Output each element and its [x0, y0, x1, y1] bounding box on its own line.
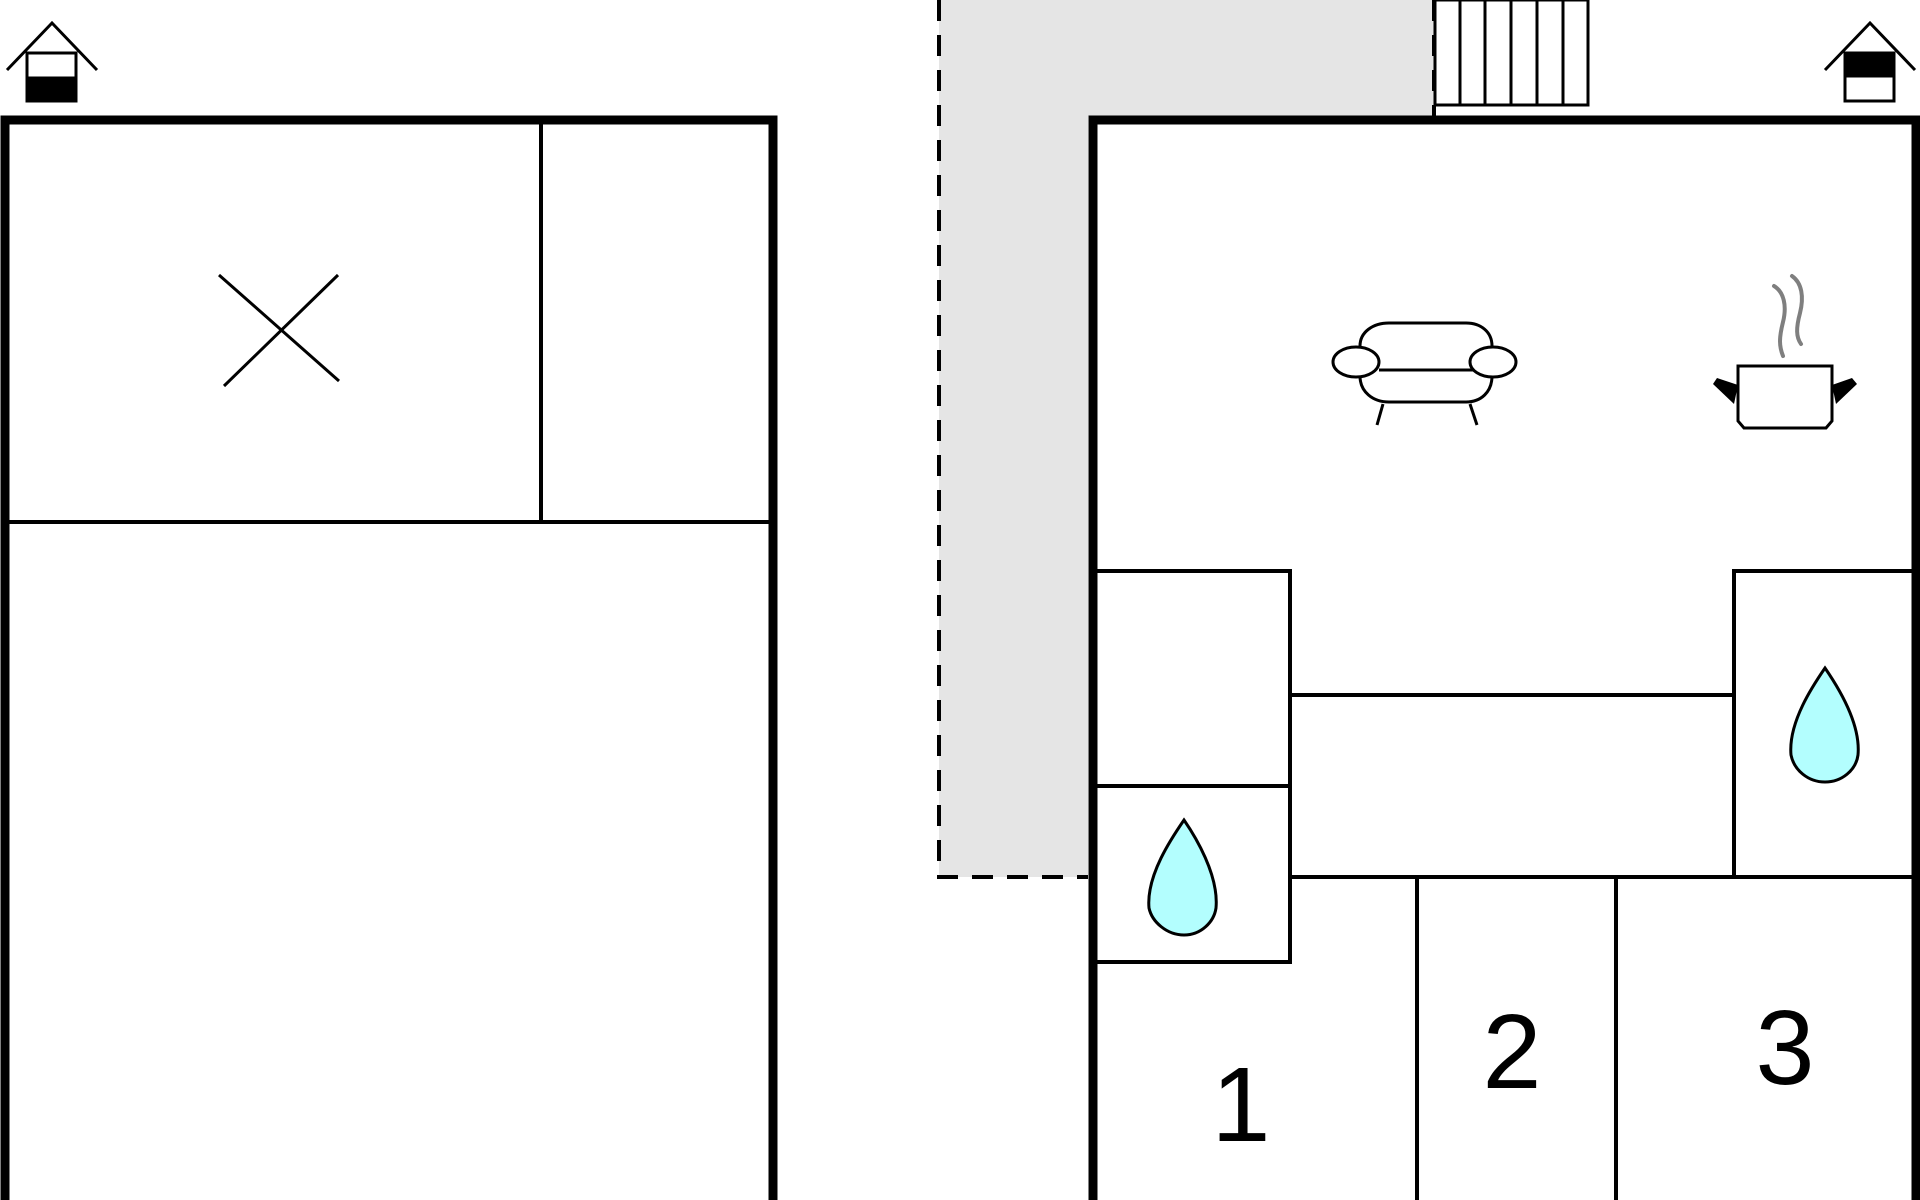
bedroom-number-3: 3	[1756, 989, 1815, 1107]
bedroom-number-1: 1	[1212, 1046, 1271, 1164]
house-floor-lower-icon	[5, 20, 99, 103]
left-floor-plan	[0, 115, 778, 1200]
left-building-outer-wall	[0, 115, 778, 1200]
water-drop-icon	[1147, 817, 1218, 937]
right-bathroom-wall	[1732, 569, 1912, 877]
right-floor-plan	[1088, 115, 1920, 1200]
left-bathroom-wall	[1097, 569, 1292, 964]
right-building-outer-wall	[1088, 115, 1920, 1200]
bedroom-number-2: 2	[1483, 993, 1542, 1111]
cooking-pot-icon	[1713, 274, 1857, 430]
house-floor-upper-icon	[1823, 20, 1917, 103]
outdoor-terrace	[937, 0, 1436, 879]
water-drop-icon	[1789, 665, 1860, 784]
sofa-icon	[1331, 321, 1518, 426]
stairs-icon	[1433, 0, 1590, 107]
x-mark-icon	[218, 273, 340, 388]
